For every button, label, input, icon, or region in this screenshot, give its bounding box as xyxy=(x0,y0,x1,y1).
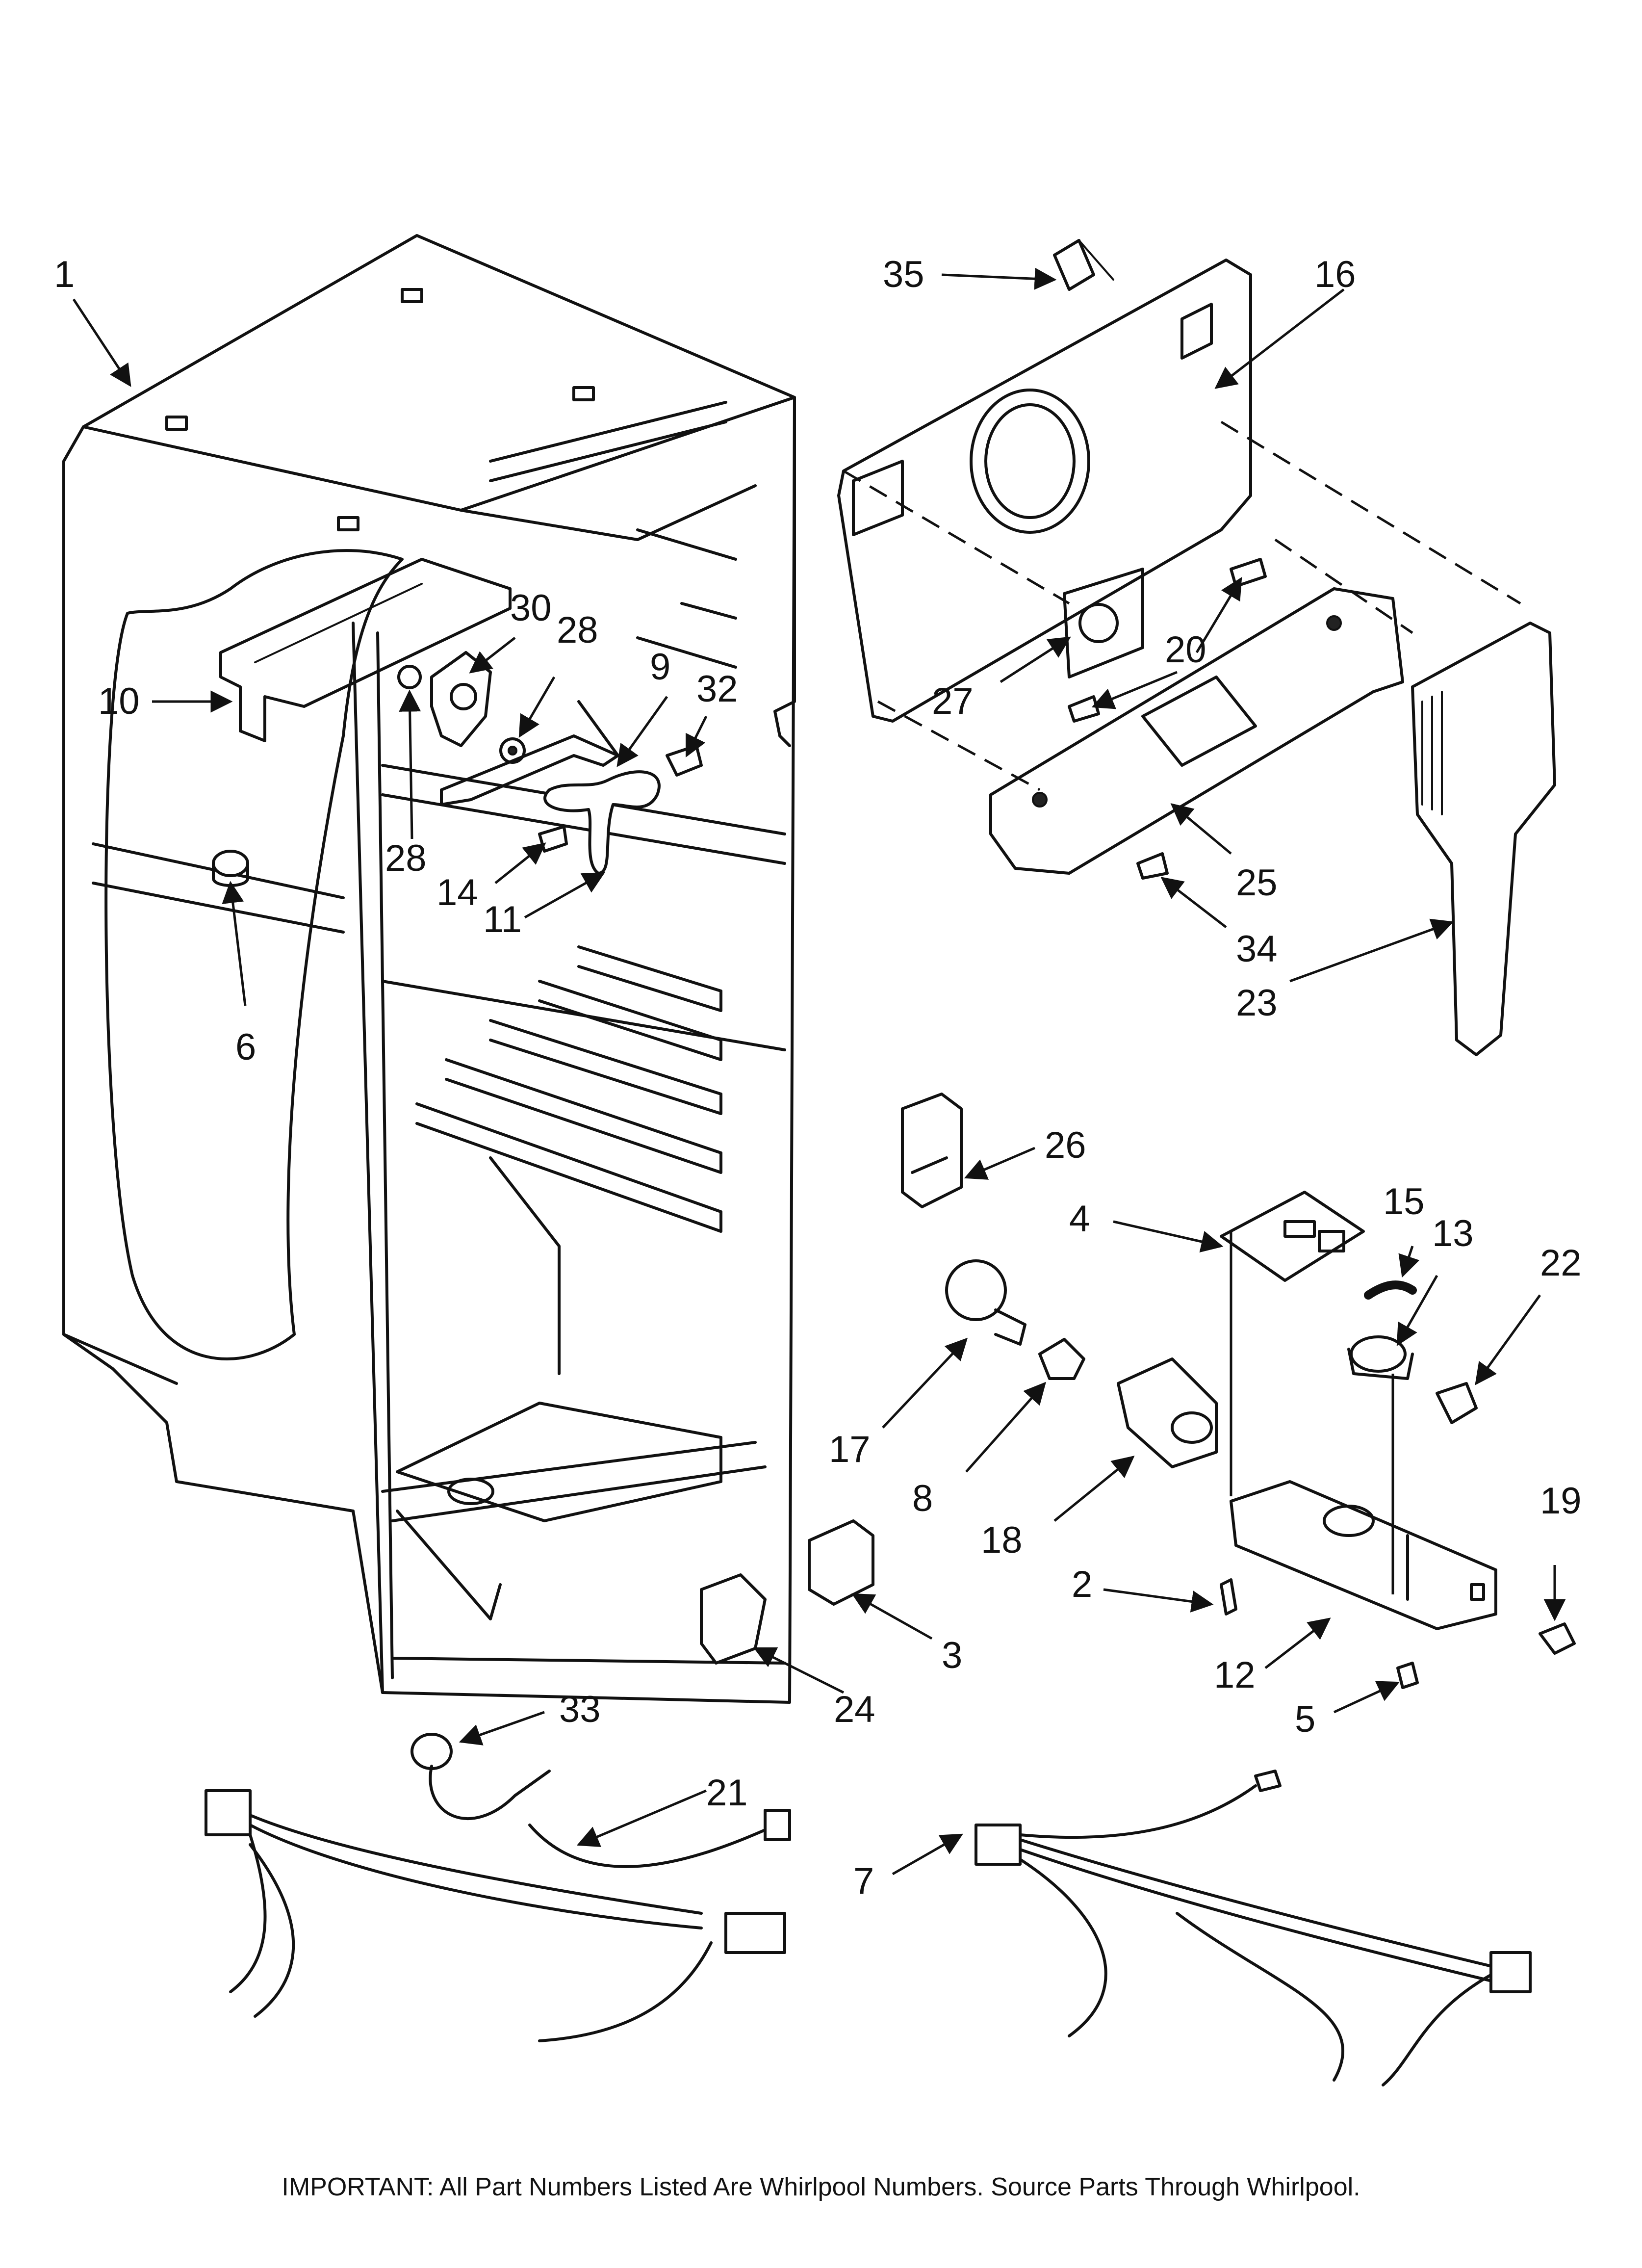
screw-14 xyxy=(538,825,568,853)
thermostat-13 xyxy=(1347,1335,1414,1380)
callout-9: 9 xyxy=(650,646,670,688)
callout-28-left: 28 xyxy=(385,837,427,879)
callout-8: 8 xyxy=(912,1478,933,1519)
cabinet-liner xyxy=(62,234,796,1704)
callout-28-right: 28 xyxy=(557,609,598,651)
screw-2 xyxy=(1220,1578,1237,1616)
callout-21: 21 xyxy=(706,1772,748,1814)
callout-11: 11 xyxy=(483,899,522,940)
light-bulb-17 xyxy=(945,1259,1026,1346)
callout-19: 19 xyxy=(1540,1480,1582,1522)
duct-cover-23 xyxy=(1411,622,1556,1056)
callout-10: 10 xyxy=(98,680,140,722)
callout-6: 6 xyxy=(235,1026,256,1068)
lamp-socket-8 xyxy=(1038,1338,1085,1380)
screw-5 xyxy=(1396,1662,1419,1689)
fan-blade xyxy=(543,770,661,875)
screw-32 xyxy=(666,744,703,777)
alignment-line-1 xyxy=(843,469,1070,605)
footer-note: IMPORTANT: All Part Numbers Listed Are W… xyxy=(282,2173,1360,2201)
connector-19 xyxy=(1539,1622,1576,1655)
thermostat-control xyxy=(430,651,492,747)
control-board-4 xyxy=(1220,1191,1365,1282)
callout-34: 34 xyxy=(1236,928,1278,970)
connector-26 xyxy=(901,1093,963,1208)
knob-28-left xyxy=(397,665,422,689)
callout-23: 23 xyxy=(1236,982,1278,1024)
callout-17: 17 xyxy=(829,1429,871,1470)
tube-15 xyxy=(1364,1280,1417,1300)
wire-harness-7 xyxy=(975,1770,1532,2086)
callout-16: 16 xyxy=(1314,254,1356,295)
callout-33: 33 xyxy=(559,1689,601,1730)
callout-30: 30 xyxy=(510,587,552,629)
callout-1: 1 xyxy=(54,254,75,295)
callout-26: 26 xyxy=(1045,1124,1086,1166)
button-6 xyxy=(212,850,249,887)
callout-25: 25 xyxy=(1236,862,1278,904)
callout-15: 15 xyxy=(1383,1181,1425,1223)
callout-35: 35 xyxy=(883,254,924,295)
callout-22: 22 xyxy=(1540,1242,1582,1284)
callout-2: 2 xyxy=(1072,1564,1092,1605)
callout-18: 18 xyxy=(981,1519,1023,1561)
control-housing-12 xyxy=(1230,1480,1497,1630)
callout-32: 32 xyxy=(696,668,738,710)
callout-13: 13 xyxy=(1432,1213,1474,1254)
connector-22 xyxy=(1436,1382,1478,1424)
callout-27: 27 xyxy=(932,680,974,722)
sensor-33 xyxy=(410,1733,551,1820)
alignment-line-2 xyxy=(877,700,1041,791)
alignment-line-3 xyxy=(1220,420,1521,605)
callout-3: 3 xyxy=(942,1635,962,1676)
callout-24: 24 xyxy=(834,1689,875,1730)
screw-20-lower xyxy=(1068,695,1100,723)
screw-34 xyxy=(1136,852,1169,880)
callout-12: 12 xyxy=(1214,1654,1256,1696)
callout-14: 14 xyxy=(436,872,478,913)
alignment-line-4 xyxy=(1274,538,1413,634)
rear-cover-16 xyxy=(837,259,1252,723)
clip-35 xyxy=(1053,239,1114,291)
callout-4: 4 xyxy=(1069,1198,1090,1240)
connector-3 xyxy=(808,1519,874,1606)
fan-bracket xyxy=(440,734,619,806)
callout-7: 7 xyxy=(853,1860,874,1902)
screw-20-upper xyxy=(1230,558,1267,588)
callout-20: 20 xyxy=(1165,629,1206,671)
light-shield-18 xyxy=(1117,1357,1218,1468)
control-bracket xyxy=(219,558,512,742)
leader-lines xyxy=(72,267,1566,1876)
wire-harness-21 xyxy=(205,1789,791,2042)
callout-5: 5 xyxy=(1295,1698,1315,1740)
callout-labels: 1 2 3 4 5 6 7 8 9 10 11 12 13 14 15 16 1… xyxy=(54,254,1582,1902)
